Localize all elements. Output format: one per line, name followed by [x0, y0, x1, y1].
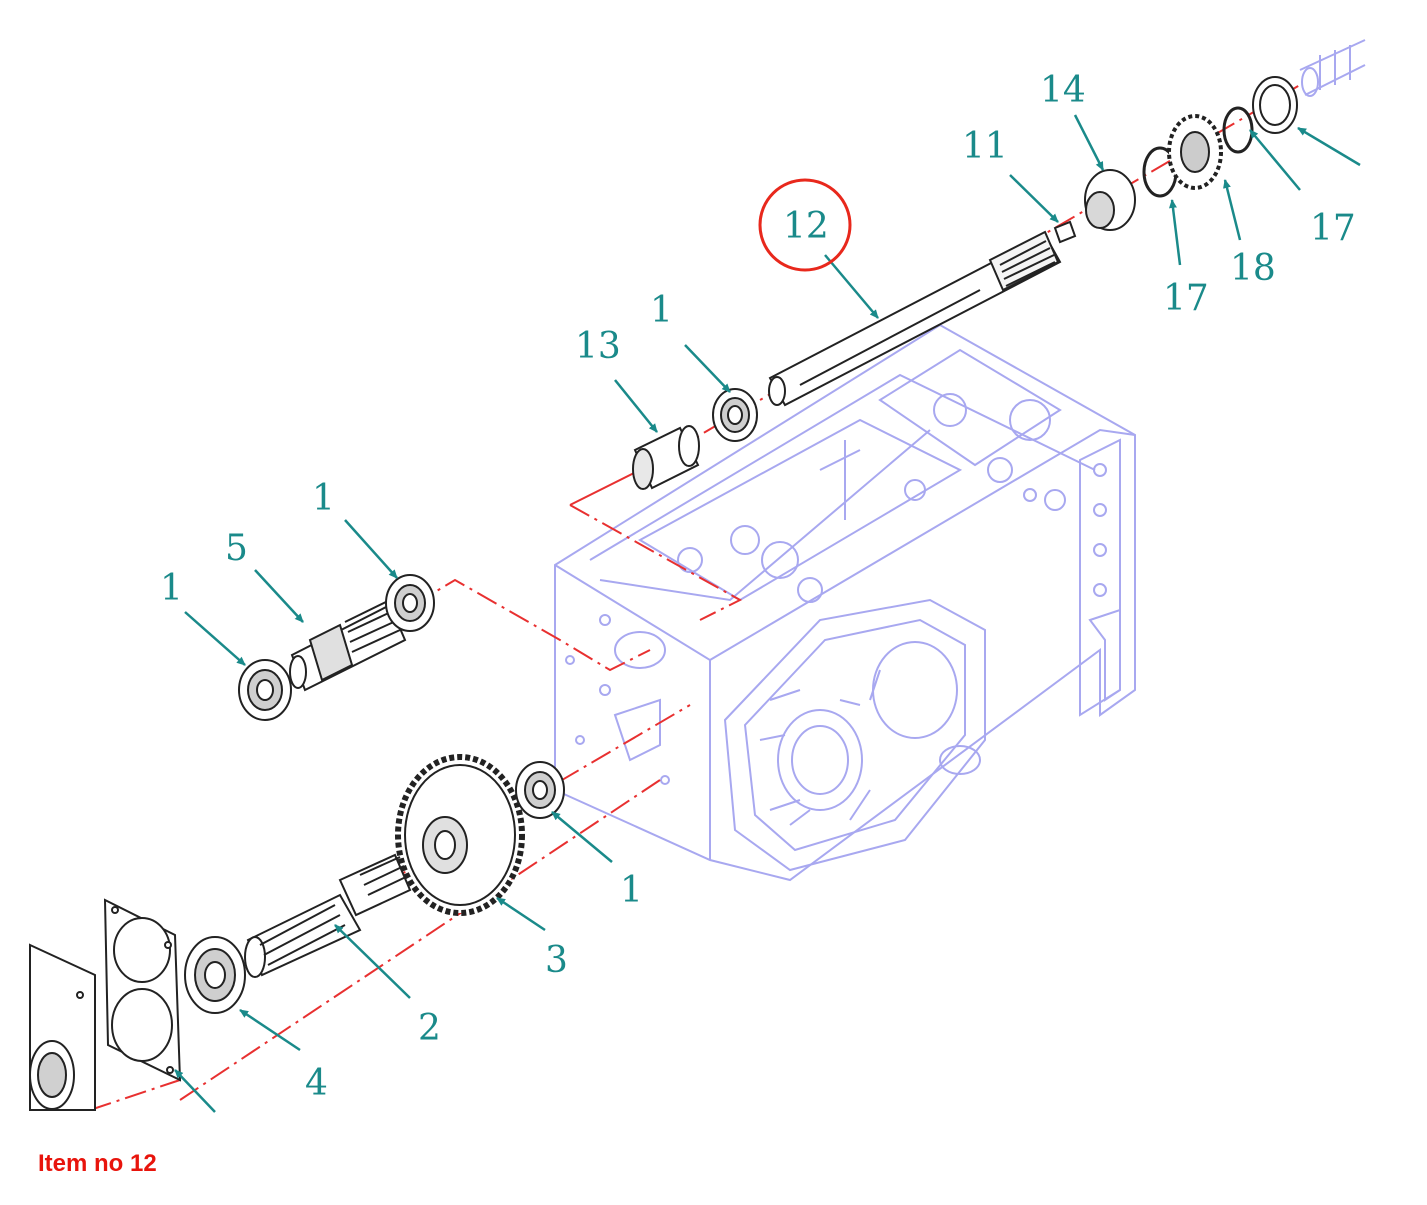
callout-1-top: 1 [650, 290, 673, 331]
callout-12: 12 [783, 206, 829, 247]
item-caption: Item no 12 [38, 1150, 157, 1177]
callout-1-mid: 1 [312, 478, 335, 519]
hub-item-14 [1084, 169, 1136, 231]
callout-14: 14 [1040, 70, 1086, 111]
shaft-gear-item-5 [289, 599, 407, 692]
callout-labels: 1 13 12 11 14 17 18 17 1 5 1 1 3 2 4 [160, 70, 1356, 1104]
bearing-item-4 [184, 936, 246, 1014]
callout-1-left: 1 [160, 568, 183, 609]
callout-11: 11 [962, 126, 1008, 167]
gearbox-housing [554, 323, 1136, 882]
shaft-item-12 [768, 230, 1062, 407]
item-12-highlight-circle [758, 178, 852, 272]
leader-lines [174, 114, 1361, 1113]
pin-item-11 [1053, 220, 1077, 244]
shaft-item-2 [244, 853, 412, 978]
bearing-item-1-lower [515, 761, 565, 819]
callout-17-left: 17 [1163, 278, 1209, 319]
callout-4: 4 [305, 1063, 328, 1104]
callout-1-right: 1 [620, 870, 643, 911]
circlip-item-17-right [1222, 106, 1254, 154]
callout-18: 18 [1230, 248, 1276, 289]
gear-item-3 [395, 754, 525, 916]
callout-2: 2 [418, 1008, 441, 1049]
bearing-item-1-top [712, 388, 758, 442]
output-shaft-fragment [1299, 39, 1366, 97]
bearing-item-1-upper-left [385, 574, 435, 632]
callout-5: 5 [225, 528, 248, 569]
seal-ring [1252, 76, 1298, 134]
front-cover-fragment [29, 943, 96, 1111]
sleeve-item-13 [632, 425, 700, 490]
bearing-item-1-left [238, 659, 292, 721]
callout-3: 3 [545, 940, 568, 981]
gear-item-18 [1167, 114, 1223, 190]
callout-17-right: 17 [1310, 208, 1356, 249]
callout-13: 13 [575, 326, 621, 367]
gasket-plate [103, 898, 182, 1082]
